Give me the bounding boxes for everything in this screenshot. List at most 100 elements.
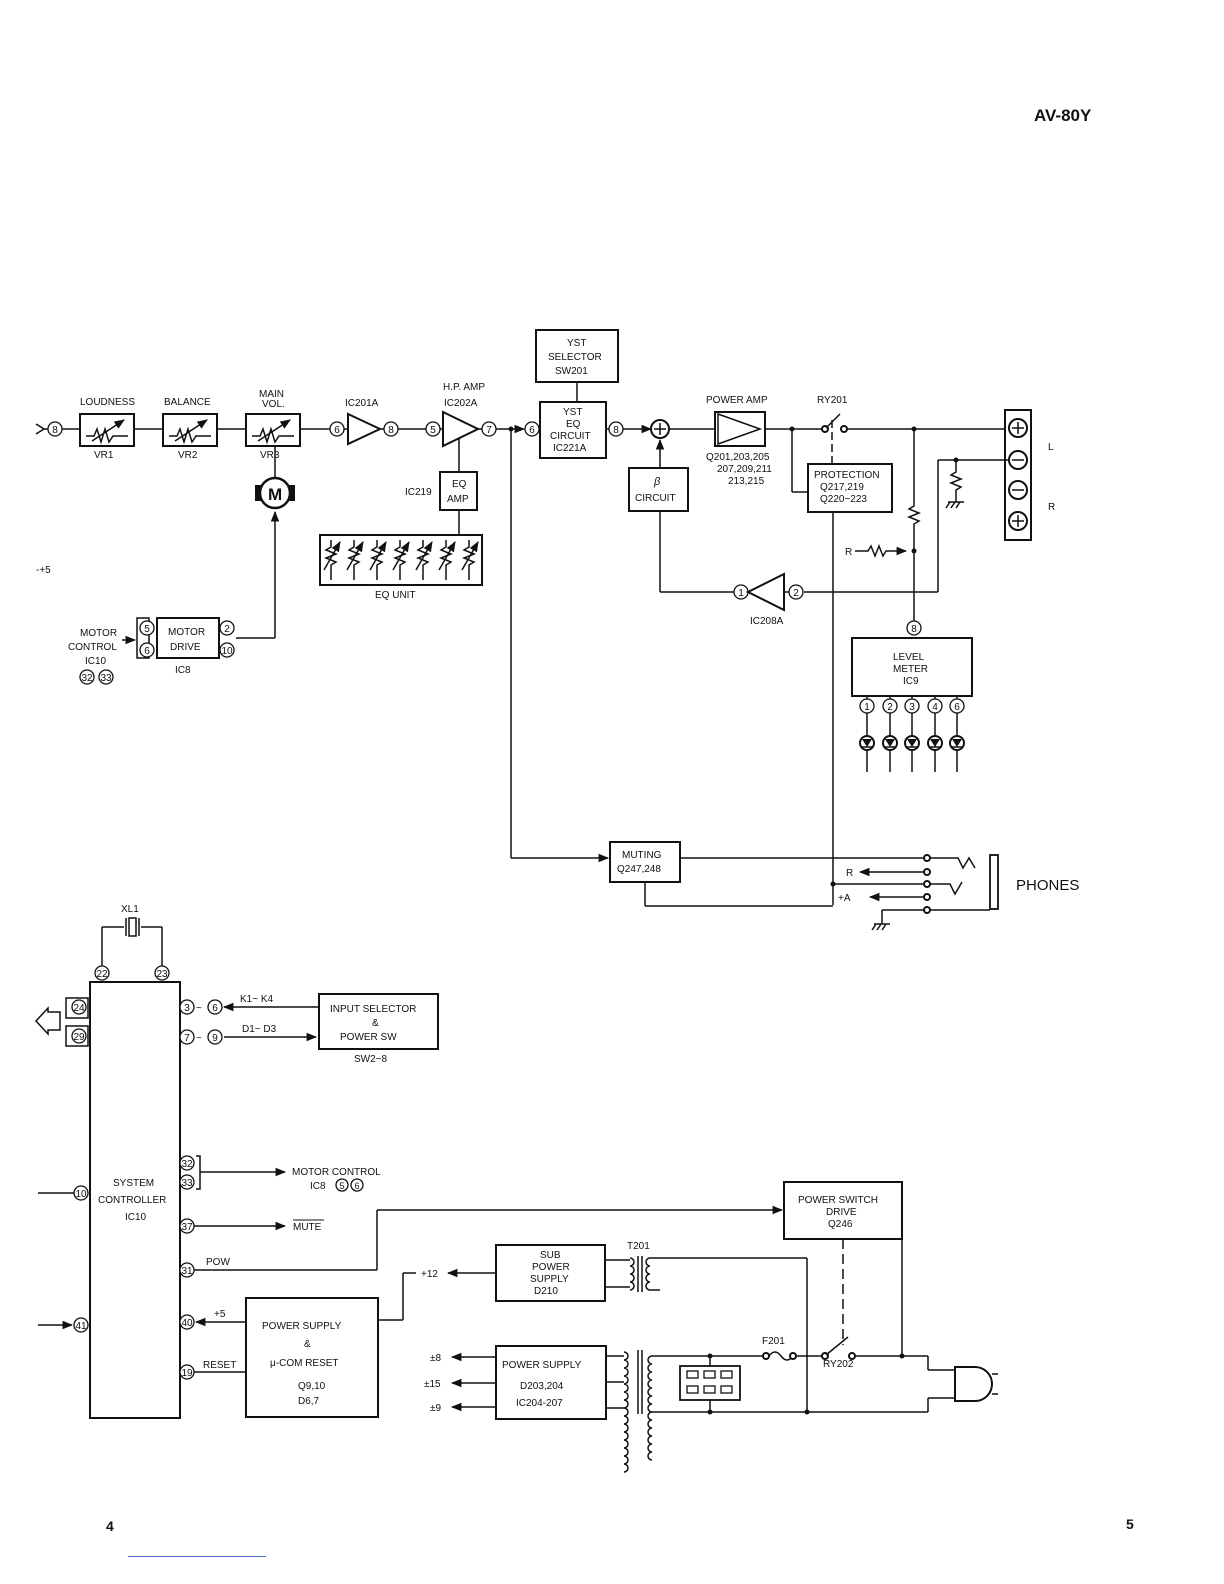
power-switch-label-1: POWER SWITCH	[798, 1195, 878, 1206]
motor-control-label-1: MOTOR	[80, 628, 117, 639]
pin-ic201a-8: 8	[383, 421, 399, 437]
svg-text:37: 37	[181, 1222, 193, 1233]
yst-eq-block	[539, 401, 607, 459]
eq-amp-label-2: AMP	[447, 494, 469, 505]
svg-text:7: 7	[184, 1033, 190, 1044]
page-number-left: 4	[106, 1518, 114, 1534]
speaker-r-label: R	[1048, 502, 1055, 513]
svg-text:7: 7	[486, 425, 492, 436]
page-number-right: 5	[1126, 1516, 1134, 1532]
pin-sys-37: 37	[179, 1218, 195, 1234]
svg-text:4: 4	[932, 702, 938, 713]
svg-text:32: 32	[181, 1159, 193, 1170]
motor-control-label-2: CONTROL	[68, 642, 117, 653]
motor-drive-block	[156, 617, 220, 659]
svg-text:40: 40	[181, 1318, 193, 1329]
svg-text:23: 23	[156, 969, 168, 980]
system-controller-label-3: IC10	[125, 1212, 147, 1223]
sub-ps-label-3: SUPPLY	[530, 1274, 569, 1285]
pin-ic201a-6: 6	[329, 421, 345, 437]
yst-selector-label-1: YST	[567, 338, 586, 349]
svg-text:1: 1	[864, 702, 870, 713]
k-label: K1~ K4	[240, 994, 274, 1005]
mute-label: MUTE	[293, 1222, 322, 1233]
divider-line	[128, 1556, 266, 1557]
pin-sys-24: 24	[71, 999, 87, 1015]
pin-motordrive-6: 6	[139, 642, 155, 658]
balance-block	[162, 413, 218, 447]
protection-block	[807, 463, 893, 513]
bus-arrow	[34, 1006, 61, 1036]
balance-label: BALANCE	[164, 397, 211, 408]
eq-unit-label: EQ UNIT	[375, 590, 416, 601]
svg-text:5: 5	[144, 624, 150, 635]
vr3-label: VR3	[260, 450, 280, 461]
pin-sys-7: 7	[179, 1029, 195, 1045]
power-supply-reset-block	[245, 1297, 379, 1418]
ry201-label: RY201	[817, 395, 848, 406]
power-amp-block	[714, 411, 766, 447]
svg-text:6: 6	[212, 1003, 218, 1014]
ry202-switch	[821, 1239, 928, 1360]
pin-level-8: 8	[906, 620, 922, 636]
yst-selector-label-3: SW201	[555, 366, 588, 377]
pin-sys-33: 33	[179, 1174, 195, 1190]
main-ps-label-2: D203,204	[520, 1381, 564, 1392]
motor-drive-label-1: MOTOR	[168, 627, 205, 638]
pin-sys-6: 6	[207, 999, 223, 1015]
svg-text:8: 8	[388, 425, 394, 436]
sub-ps-label-1: SUB	[540, 1250, 561, 1261]
svg-text:5: 5	[339, 1181, 344, 1191]
svg-text:2: 2	[224, 624, 230, 635]
svg-text:6: 6	[954, 702, 960, 713]
r-channel-in-label: R	[845, 547, 852, 558]
pin-sys-22: 22	[94, 965, 110, 981]
eq-unit-resistors	[323, 540, 479, 580]
power-amp-q-2: 207,209,211	[717, 464, 772, 475]
ic208a-label: IC208A	[750, 616, 784, 627]
pin-yst-8: 8	[608, 421, 624, 437]
svg-text:2: 2	[887, 702, 893, 713]
system-controller-label-1: SYSTEM	[113, 1178, 154, 1189]
loudness-block	[79, 413, 135, 447]
main-transformer	[606, 1350, 928, 1473]
vr2-label: VR2	[178, 450, 198, 461]
pin-hpamp-7: 7	[481, 421, 497, 437]
level-meter-block	[851, 637, 973, 697]
sw-label: SW2~8	[354, 1054, 388, 1065]
phones-jack: R +A	[830, 854, 999, 931]
svg-text:33: 33	[100, 673, 112, 684]
protection-label-2: Q217,219	[820, 482, 864, 493]
f201-label: F201	[762, 1336, 785, 1347]
ac-plug-icon	[927, 1356, 998, 1412]
yst-eq-label-4: IC221A	[553, 443, 587, 454]
phones-label: PHONES	[1016, 877, 1079, 894]
svg-text:R: R	[846, 868, 853, 879]
muting-label-1: MUTING	[622, 850, 662, 861]
motor-drive-label-2: DRIVE	[170, 642, 201, 653]
ic201a-buffer	[347, 412, 383, 446]
ry202-label: RY202	[823, 1359, 854, 1370]
level-meter-label-3: IC9	[903, 676, 919, 687]
svg-text:6: 6	[354, 1181, 359, 1191]
crystal-icon	[101, 917, 163, 966]
loudness-label: LOUDNESS	[80, 397, 135, 408]
motor-control-out-label-1: MOTOR CONTROL	[292, 1167, 381, 1178]
pin-motordrive-2: 2	[219, 620, 235, 636]
main-power-supply-block	[495, 1345, 607, 1420]
vr1-label: VR1	[94, 450, 114, 461]
input-selector-label-2: &	[372, 1018, 379, 1029]
d-label: D1~ D3	[242, 1024, 277, 1035]
eq-amp-block	[439, 471, 478, 511]
main-vol-label-2: VOL.	[262, 399, 285, 410]
main-ps-label-3: IC204-207	[516, 1398, 563, 1409]
model-number: AV-80Y	[1034, 106, 1092, 125]
svg-text:19: 19	[181, 1368, 193, 1379]
input-arrow	[35, 423, 46, 435]
beta-circuit-block	[628, 467, 689, 512]
plus5-audio-label: -+5	[36, 565, 51, 576]
svg-text:31: 31	[181, 1266, 193, 1277]
speaker-terminals	[1008, 418, 1028, 531]
svg-text:1: 1	[738, 588, 744, 599]
